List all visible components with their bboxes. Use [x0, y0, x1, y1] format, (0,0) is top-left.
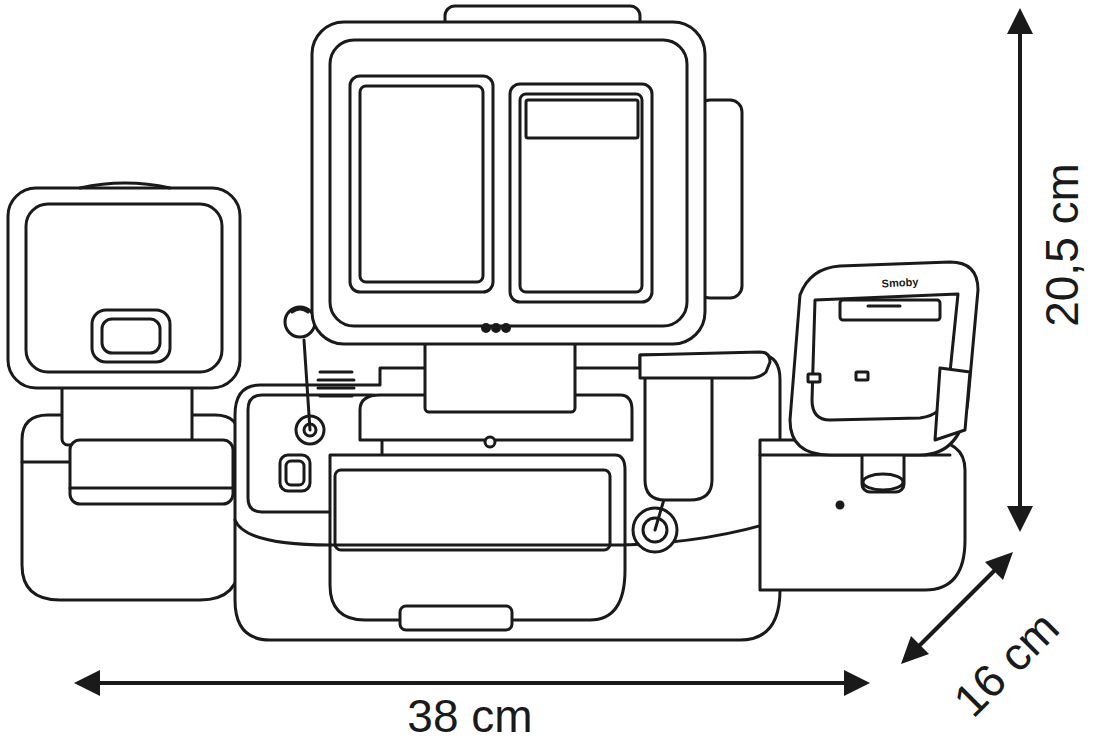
depth-dimension: 16 cm [945, 603, 1066, 724]
speaker-grill [318, 372, 354, 396]
width-dimension: 38 cm [407, 693, 532, 739]
left-scanner [8, 183, 240, 600]
monitor [312, 6, 742, 344]
dimension-arrows [74, 8, 1033, 696]
register-base [235, 307, 780, 640]
height-dimension: 20,5 cm [1039, 163, 1085, 327]
monitor-stand [360, 330, 632, 447]
card-terminal [760, 262, 978, 590]
cash-drawer [330, 455, 625, 630]
hand-scanner [633, 352, 770, 552]
brand-mark: Smoby [881, 277, 918, 290]
